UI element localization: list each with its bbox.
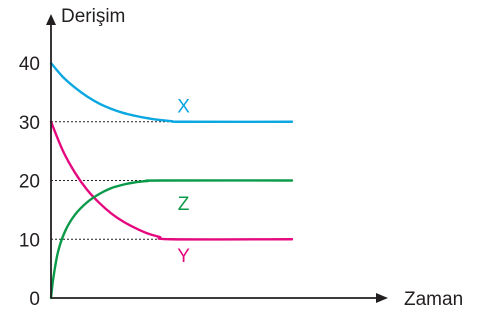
y-tick-label-0: 0 <box>29 289 40 310</box>
y-tick-label-10: 10 <box>19 230 40 251</box>
y-tick-labels: 0 10 20 30 40 <box>19 54 40 310</box>
series-labels: X Y Z <box>177 96 190 267</box>
y-tick-label-40: 40 <box>19 54 40 75</box>
y-axis-title: Derişim <box>61 6 125 27</box>
x-axis-title: Zaman <box>404 289 463 310</box>
series-line-y <box>49 120 294 241</box>
x-axis-arrow-icon <box>376 293 388 303</box>
y-axis-arrow-icon <box>46 14 56 25</box>
series-curves <box>49 61 294 300</box>
y-tick-label-30: 30 <box>19 113 40 134</box>
series-label-x: X <box>177 96 190 117</box>
series-line-z <box>49 179 294 300</box>
series-line-x <box>49 61 294 123</box>
y-tick-label-20: 20 <box>19 172 40 193</box>
series-label-y: Y <box>177 246 190 267</box>
series-label-z: Z <box>178 194 190 215</box>
axes <box>46 14 388 303</box>
